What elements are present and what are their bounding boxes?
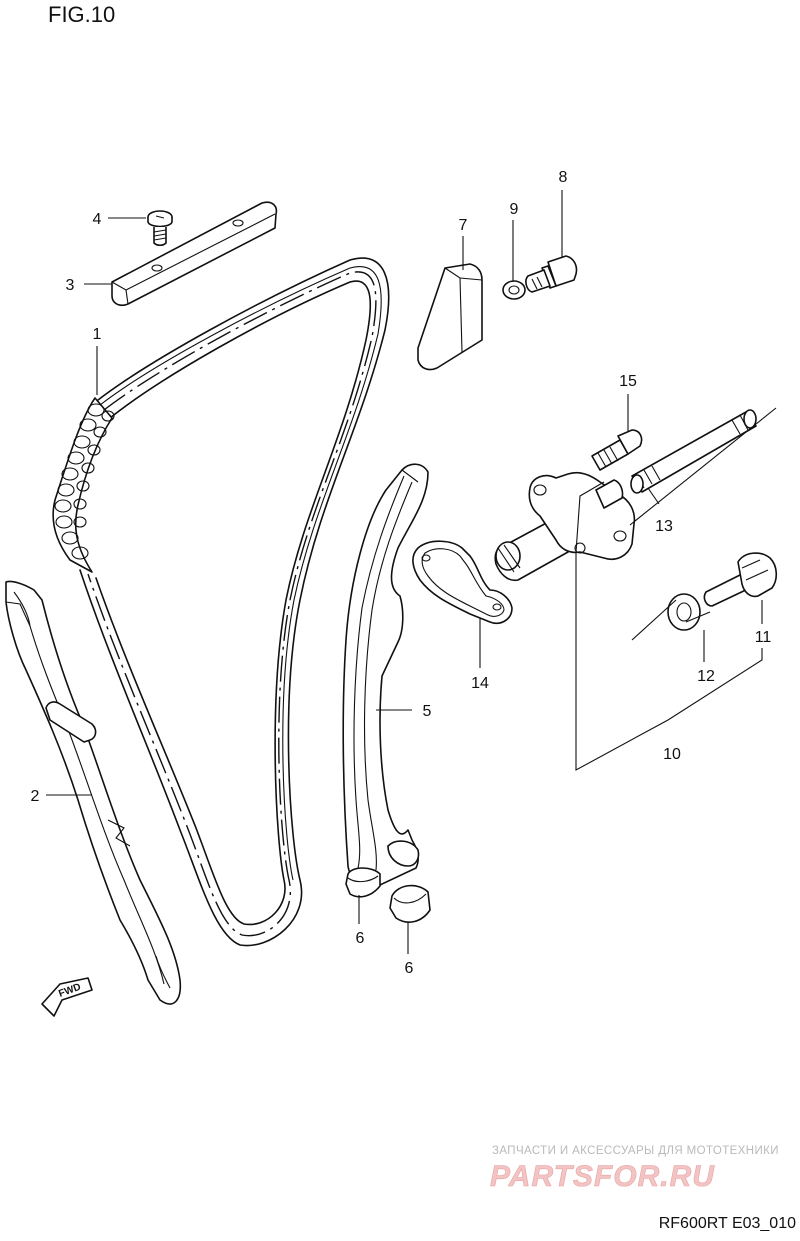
diagram-code: RF600RT E03_010 bbox=[659, 1215, 796, 1232]
callout-8: 8 bbox=[559, 169, 568, 186]
chain-guide-rear bbox=[342, 463, 429, 887]
callout-10: 10 bbox=[663, 746, 681, 763]
cam-chain bbox=[52, 257, 390, 947]
callout-9: 9 bbox=[510, 201, 519, 218]
tensioner-axis-lines bbox=[629, 407, 777, 641]
chain-guide-front bbox=[5, 580, 182, 1005]
chain-guide-top bbox=[111, 201, 278, 307]
callout-1: 1 bbox=[93, 326, 102, 343]
guide-screw bbox=[147, 210, 173, 247]
tensioner-gasket bbox=[412, 540, 513, 624]
watermark-brand: PARTSFOR.RU bbox=[490, 1160, 715, 1193]
guide-cushion-a bbox=[345, 867, 381, 898]
leader-lines bbox=[46, 190, 763, 954]
callout-15: 15 bbox=[619, 373, 637, 390]
callout-6b: 6 bbox=[405, 960, 414, 977]
callout-2: 2 bbox=[31, 788, 40, 805]
guide-cushion-b bbox=[389, 884, 431, 923]
callout-6a: 6 bbox=[356, 930, 365, 947]
bolt-15 bbox=[591, 429, 643, 471]
chain-guide-block bbox=[417, 263, 483, 371]
bolt-11 bbox=[703, 552, 778, 607]
fwd-arrow-icon: FWD bbox=[41, 977, 93, 1017]
callout-7: 7 bbox=[459, 217, 468, 234]
callout-14: 14 bbox=[471, 675, 489, 692]
washer-9 bbox=[502, 280, 526, 300]
washer-12 bbox=[667, 593, 701, 631]
callout-5: 5 bbox=[423, 703, 432, 720]
figure-title: FIG.10 bbox=[48, 2, 115, 27]
tensioner-spring bbox=[630, 409, 757, 494]
callout-4: 4 bbox=[93, 211, 102, 228]
callout-13: 13 bbox=[655, 518, 673, 535]
tensioner-adjuster bbox=[494, 471, 636, 582]
bolt-8 bbox=[525, 255, 578, 293]
callout-3: 3 bbox=[66, 277, 75, 294]
watermark-tagline: ЗАПЧАСТИ И АКСЕССУАРЫ ДЛЯ МОТОТЕХНИКИ bbox=[492, 1145, 779, 1157]
callout-11: 11 bbox=[755, 629, 772, 646]
callout-12: 12 bbox=[697, 668, 715, 685]
